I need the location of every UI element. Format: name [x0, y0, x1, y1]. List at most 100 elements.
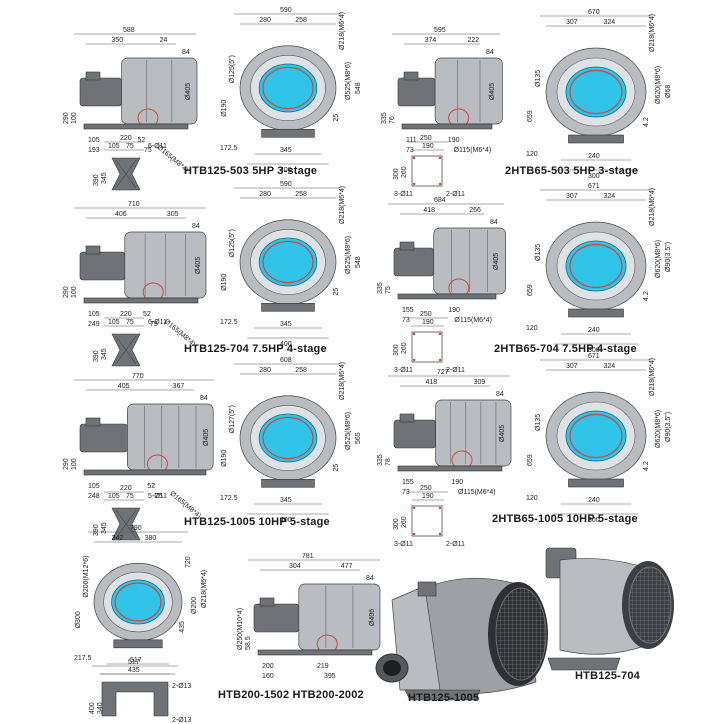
dimension-label: 345 [280, 321, 292, 328]
dimension-label: 190 [452, 479, 464, 486]
dimension-label: 172.5 [220, 319, 238, 326]
dimension-label: Ø405 [185, 83, 192, 100]
dimension-label: 290 [63, 112, 70, 124]
dimension-label: 5-Ø11 [148, 493, 167, 500]
dimension-label: 111 [406, 137, 417, 144]
dimension-label: 155 [402, 479, 414, 486]
dimension-label: 73 [406, 147, 414, 154]
photo-caption-htb125-704: HTB125-704 [575, 670, 640, 682]
dimension-label: 670 [588, 9, 600, 16]
dimension-label: 548 [355, 82, 362, 94]
dimension-label: Ø218(M6*4) [201, 570, 208, 608]
dimension-label: 335 [377, 454, 384, 466]
dimension-label: 120 [526, 151, 538, 158]
dimension-label: Ø190 [221, 100, 228, 117]
dimension-label: 659 [527, 454, 534, 466]
dimension-label: 73 [402, 489, 410, 496]
dimension-label: 2-Ø11 [446, 191, 465, 198]
dimension-label: 258 [295, 17, 307, 24]
dimension-label: 6-Ø11 [148, 319, 167, 326]
photo-caption-htb125-1005: HTB125-1005 [408, 692, 480, 704]
dimension-label: 324 [604, 363, 616, 370]
dimension-label: 345 [280, 497, 292, 504]
dimension-label: 4.2 [643, 291, 650, 301]
dimension-label: 84 [486, 49, 494, 56]
dimension-label: 258 [295, 191, 307, 198]
dimension-label: 2-Ø11 [446, 367, 465, 374]
dimension-label: 100 [71, 286, 78, 298]
dimension-label: 2-Ø13 [172, 683, 192, 690]
dimension-label: 4.2 [643, 117, 650, 127]
dimension-label: 100 [71, 458, 78, 470]
dimension-label: 307 [566, 193, 578, 200]
dimension-label: 193 [88, 147, 100, 154]
dimension-label: 608 [280, 357, 292, 364]
dimension-label: 24 [160, 37, 168, 44]
dimension-label: 84 [182, 49, 190, 56]
dimension-label: 25 [333, 464, 340, 472]
dimension-label: 684 [434, 197, 446, 204]
dimension-label: 517 [128, 659, 140, 666]
dimension-label: 3-Ø11 [394, 367, 413, 374]
dimension-label: Ø218(M6*4) [649, 14, 656, 52]
dimension-label: 25 [333, 114, 340, 122]
dimension-label: Ø405 [489, 83, 496, 100]
dimension-label: 220 [120, 311, 132, 318]
dimension-label: Ø218(M6*4) [339, 362, 346, 400]
dimension-label: Ø300 [75, 611, 82, 628]
dimension-label: 300 [588, 173, 600, 180]
dimension-label: 260 [401, 166, 408, 178]
dimension-label: 76 [389, 116, 396, 124]
dimension-label: 84 [366, 575, 374, 582]
model-caption-htb125-704: HTB125-704 7.5HP 4-stage [184, 343, 327, 355]
dimension-label: 548 [355, 256, 362, 268]
dimension-label: 75 [385, 286, 392, 294]
dimension-label: Ø406 [369, 609, 376, 626]
dimension-label: 120 [526, 325, 538, 332]
dimension-label: 248 [88, 493, 100, 500]
dimension-label: 418 [423, 207, 435, 214]
dimension-label: 300 [588, 517, 600, 524]
dimension-label: Ø525(M8*6) [345, 236, 352, 274]
dimension-label: Ø90(3.5") [665, 412, 672, 442]
dimension-label: 249 [88, 321, 100, 328]
dimension-label: 75 [150, 321, 158, 328]
dimension-label: 374 [425, 37, 437, 44]
dimension-label: Ø115(M6*4) [454, 147, 492, 154]
dimension-label: 160 [262, 673, 274, 680]
dimension-label: Ø218(M6*4) [339, 12, 346, 50]
dimension-label: 565 [355, 432, 362, 444]
dimension-label: 4.2 [643, 461, 650, 471]
dimension-label: Ø200(M12*6) [83, 556, 90, 598]
dimension-label: 84 [490, 219, 498, 226]
dimension-label: 671 [588, 353, 600, 360]
dimension-label: Ø405 [195, 257, 202, 274]
model-caption-2htb65-1005: 2HTB65-1005 10HP 5-stage [492, 513, 638, 525]
dimension-label: 84 [192, 223, 200, 230]
dimension-label: Ø620(M8*6) [655, 410, 662, 448]
dimension-label: 100 [71, 112, 78, 124]
dimension-label: Ø127(5") [229, 405, 236, 433]
dimension-label: 6-Ø11 [148, 143, 167, 150]
dimension-label: 400 [280, 341, 292, 348]
dimension-label: 260 [401, 516, 408, 528]
dimension-label: 58.5 [245, 636, 252, 650]
dimension-label: 390 [93, 524, 100, 536]
dimension-label: Ø135 [535, 414, 542, 431]
dimension-label: 309 [474, 379, 486, 386]
dimension-label: Ø405 [493, 253, 500, 270]
dimension-label: 727 [437, 369, 449, 376]
